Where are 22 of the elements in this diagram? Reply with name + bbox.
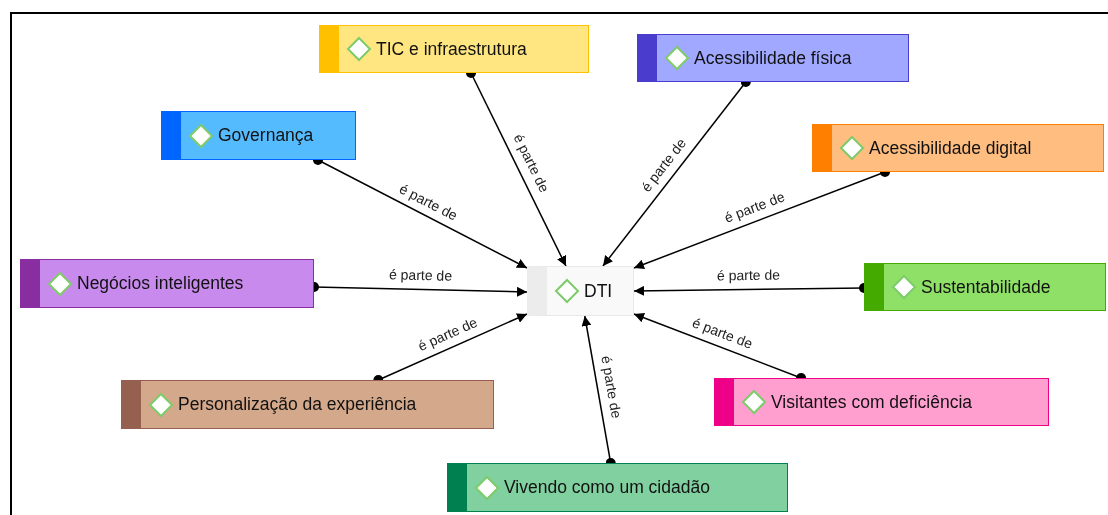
concept-label: Sustentabilidade: [921, 276, 1051, 298]
concept-box: [447, 463, 788, 512]
concept-label: Negócios inteligentes: [77, 273, 244, 294]
concept-box: [121, 380, 494, 429]
concept-label: DTI: [584, 280, 613, 302]
concept-box: [714, 378, 1049, 426]
concept-label: Visitantes com deficiência: [771, 391, 973, 413]
concept-box: [527, 266, 634, 316]
concept-box: [161, 111, 356, 160]
concept-box: [637, 34, 909, 82]
edge-label: é parte de: [387, 266, 455, 285]
concept-label: Governança: [218, 125, 314, 146]
concept-label: Vivendo como um cidadão: [504, 477, 710, 498]
concept-label: Acessibilidade digital: [869, 137, 1032, 159]
concept-label: Personalização da experiência: [178, 394, 417, 415]
edge-label: é parte de: [715, 267, 783, 284]
concept-box: [812, 124, 1104, 172]
concept-label: Acessibilidade física: [694, 47, 852, 69]
concept-box: [20, 259, 314, 308]
concept-box: [864, 263, 1106, 311]
concept-label: TIC e infraestrutura: [376, 38, 527, 60]
concept-box: [319, 25, 589, 73]
